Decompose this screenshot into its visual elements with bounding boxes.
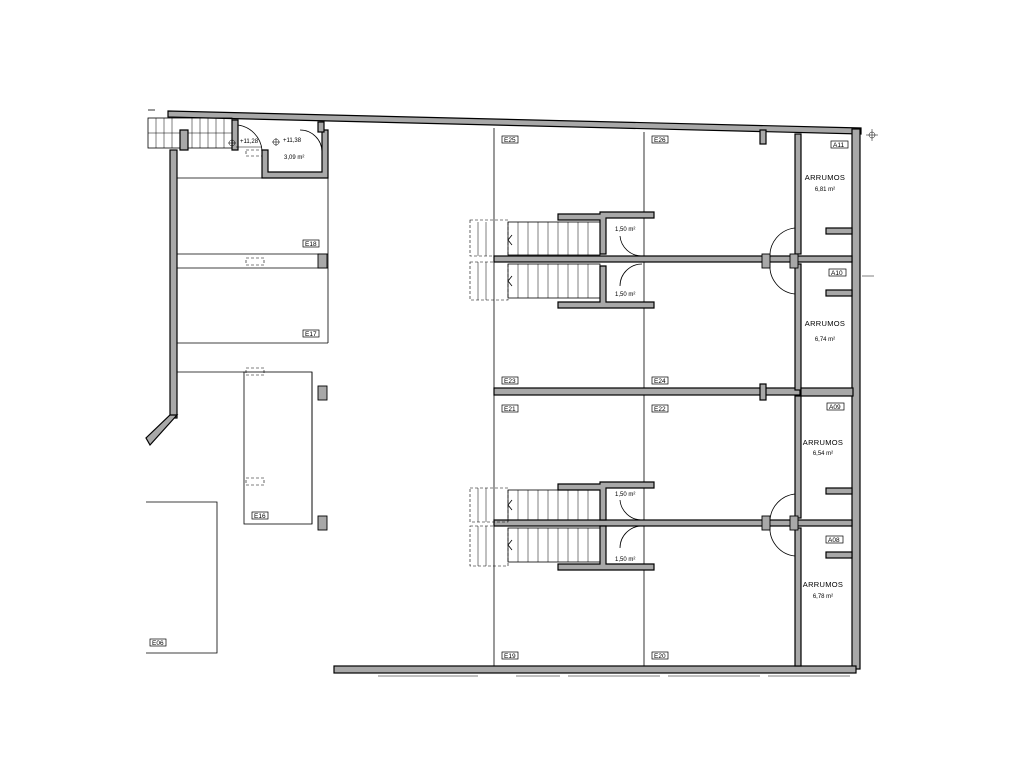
svg-text:ARRUMOS: ARRUMOS — [805, 319, 845, 328]
svg-text:E18: E18 — [305, 241, 317, 248]
level-11-38: +11,38 — [283, 138, 302, 144]
unit-tag-e24: E24 — [651, 376, 669, 385]
unit-tag-e20: E20 — [651, 651, 669, 660]
unit-tag-e19: E19 — [501, 651, 519, 660]
svg-text:E26: E26 — [654, 137, 666, 144]
storage-wall-top-right — [759, 129, 767, 145]
mid-wall-lower — [493, 519, 853, 527]
top-wall — [167, 110, 862, 135]
svg-text:E21: E21 — [504, 406, 516, 413]
svg-text:6,74 m²: 6,74 m² — [815, 337, 835, 343]
svg-text:6,78 m²: 6,78 m² — [813, 594, 833, 600]
unit-tag-e06: E06 — [149, 638, 167, 647]
level-markers — [228, 138, 280, 148]
landing-area-4: 1,50 m² — [615, 557, 635, 563]
unit-tag-e18: E18 — [302, 239, 320, 248]
svg-text:E24: E24 — [654, 378, 666, 385]
stair-block-lower — [469, 481, 655, 571]
stair-top-left — [147, 109, 233, 151]
svg-text:A08: A08 — [828, 537, 840, 544]
svg-text:E23: E23 — [504, 378, 516, 385]
svg-text:ARRUMOS: ARRUMOS — [803, 438, 843, 447]
svg-text:E20: E20 — [654, 653, 666, 660]
storage-a10: A10 ARRUMOS 6,74 m² — [805, 268, 847, 343]
svg-text:E06: E06 — [152, 640, 164, 647]
landing-area-2: 1,50 m² — [615, 292, 635, 298]
unit-tag-e26: E26 — [651, 135, 669, 144]
left-units — [146, 177, 329, 654]
level-11-28: +11,28 — [240, 139, 259, 145]
svg-text:ARRUMOS: ARRUMOS — [805, 173, 845, 182]
reference-marker-icon — [862, 129, 878, 277]
svg-text:E25: E25 — [504, 137, 516, 144]
storage-a09: A09 ARRUMOS 6,54 m² — [803, 402, 845, 457]
bottom-wall — [333, 665, 857, 674]
small-room-top — [231, 119, 329, 179]
svg-text:E16: E16 — [254, 513, 266, 520]
unit-tag-e17: E17 — [302, 329, 320, 338]
mid-wall-upper — [493, 255, 853, 263]
landing-area-1: 1,50 m² — [615, 227, 635, 233]
storage-wall-center-right — [759, 383, 767, 401]
svg-text:E22: E22 — [654, 406, 666, 413]
unit-tag-e16: E16 — [251, 511, 269, 520]
landing-area-3: 1,50 m² — [615, 492, 635, 498]
storage-a08: A08 ARRUMOS 6,78 m² — [803, 535, 844, 600]
storage-column — [761, 133, 854, 667]
svg-text:E17: E17 — [305, 331, 317, 338]
svg-text:ARRUMOS: ARRUMOS — [803, 580, 843, 589]
svg-text:A10: A10 — [831, 270, 843, 277]
mid-wall-center — [493, 387, 801, 396]
unit-tag-e23: E23 — [501, 376, 519, 385]
svg-text:A09: A09 — [829, 404, 841, 411]
stair-block-upper — [469, 211, 655, 309]
svg-text:6,54 m²: 6,54 m² — [813, 451, 833, 457]
svg-text:6,81 m²: 6,81 m² — [815, 187, 835, 193]
left-wall-diagonal — [145, 414, 179, 447]
left-wall — [169, 149, 178, 419]
right-wall — [851, 128, 861, 670]
unit-tag-e21: E21 — [501, 404, 519, 413]
storage-a11: A11 ARRUMOS 6,81 m² — [805, 140, 849, 193]
svg-text:A11: A11 — [833, 142, 844, 149]
small-room-area: 3,09 m² — [284, 155, 304, 161]
unit-tag-e25: E25 — [501, 135, 519, 144]
svg-text:E19: E19 — [504, 653, 516, 660]
unit-tag-e22: E22 — [651, 404, 669, 413]
